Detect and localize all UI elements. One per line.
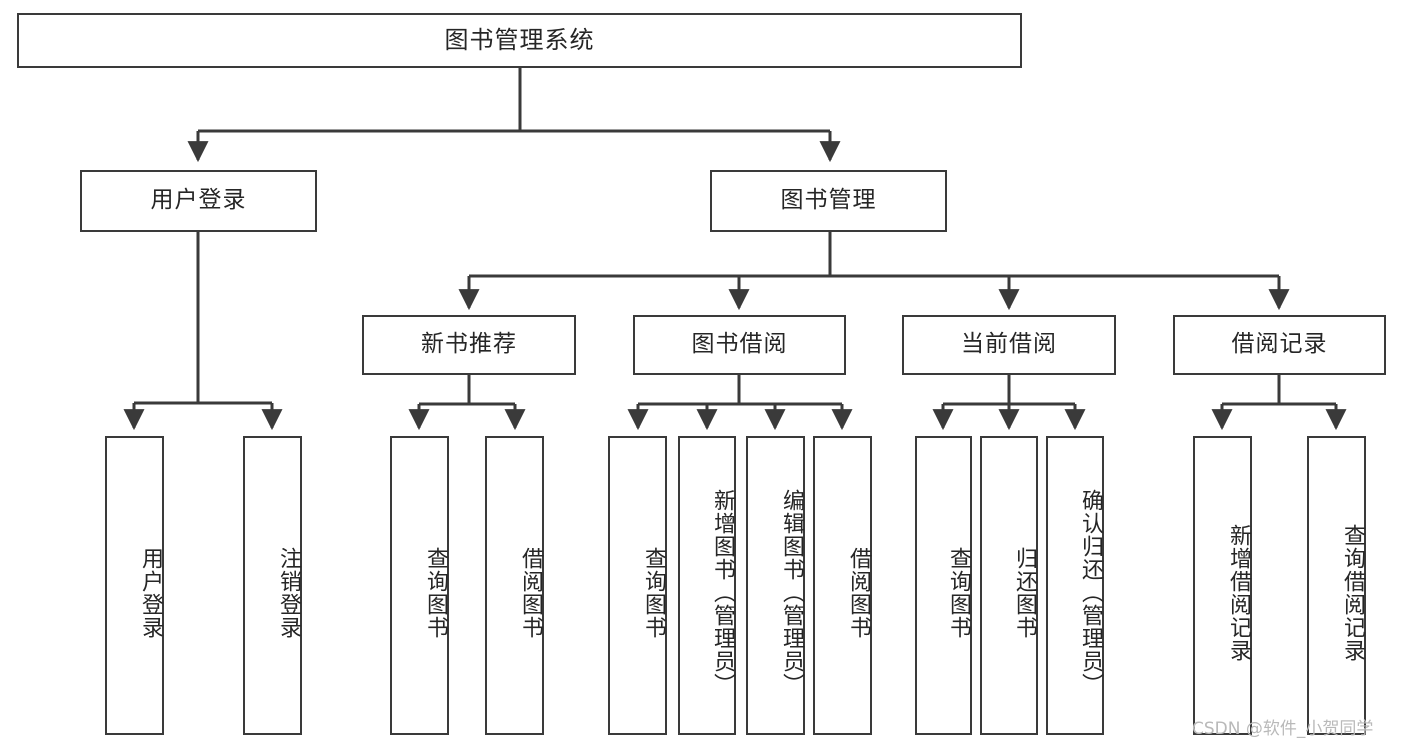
node-label: 查询借阅记录 <box>1340 523 1365 662</box>
node-book-management[interactable]: 图书管理 <box>710 170 947 232</box>
node-leaf-edit-book-admin[interactable]: 编辑图书（管理员） <box>746 436 805 735</box>
node-label: 查询图书 <box>423 546 448 639</box>
node-label: 查询图书 <box>946 546 971 639</box>
node-label: 借阅记录 <box>1231 331 1328 358</box>
node-label: 借阅图书 <box>518 546 543 639</box>
node-leaf-user-login[interactable]: 用户登录 <box>105 436 164 735</box>
node-label: 注销登录 <box>276 546 301 639</box>
node-label: 查询图书 <box>641 546 666 639</box>
node-leaf-query-borrow-record[interactable]: 查询借阅记录 <box>1307 436 1366 735</box>
node-leaf-return-book[interactable]: 归还图书 <box>980 436 1038 735</box>
node-root-book-management-system[interactable]: 图书管理系统 <box>17 13 1022 68</box>
node-label: 用户登录 <box>150 187 247 214</box>
node-user-login[interactable]: 用户登录 <box>80 170 317 232</box>
node-label: 用户登录 <box>138 546 163 639</box>
node-label: 确认归还（管理员） <box>1078 489 1103 696</box>
node-label: 图书管理 <box>780 187 877 214</box>
node-label: 编辑图书（管理员） <box>779 489 804 696</box>
node-leaf-add-book-admin[interactable]: 新增图书（管理员） <box>678 436 736 735</box>
node-book-borrow[interactable]: 图书借阅 <box>633 315 846 375</box>
node-leaf-query-book-1[interactable]: 查询图书 <box>390 436 449 735</box>
csdn-watermark: CSDN @软件_小贺同学 <box>1192 719 1374 739</box>
node-leaf-confirm-return-admin[interactable]: 确认归还（管理员） <box>1046 436 1104 735</box>
node-leaf-logout-login[interactable]: 注销登录 <box>243 436 302 735</box>
node-leaf-query-book-2[interactable]: 查询图书 <box>608 436 667 735</box>
node-label: 新增图书（管理员） <box>710 489 735 696</box>
node-leaf-borrow-book-1[interactable]: 借阅图书 <box>485 436 544 735</box>
node-label: 新书推荐 <box>421 331 517 358</box>
node-leaf-add-borrow-record[interactable]: 新增借阅记录 <box>1193 436 1252 735</box>
node-label: 借阅图书 <box>846 546 871 639</box>
node-leaf-borrow-book-2[interactable]: 借阅图书 <box>813 436 872 735</box>
node-label: 图书管理系统 <box>444 26 595 55</box>
node-borrow-record[interactable]: 借阅记录 <box>1173 315 1386 375</box>
node-label: 当前借阅 <box>961 331 1057 358</box>
node-label: 归还图书 <box>1012 546 1037 639</box>
node-label: 图书借阅 <box>691 331 788 358</box>
node-leaf-query-book-3[interactable]: 查询图书 <box>915 436 972 735</box>
node-label: 新增借阅记录 <box>1226 523 1251 662</box>
node-new-book-recommend[interactable]: 新书推荐 <box>362 315 576 375</box>
node-current-borrow[interactable]: 当前借阅 <box>902 315 1116 375</box>
